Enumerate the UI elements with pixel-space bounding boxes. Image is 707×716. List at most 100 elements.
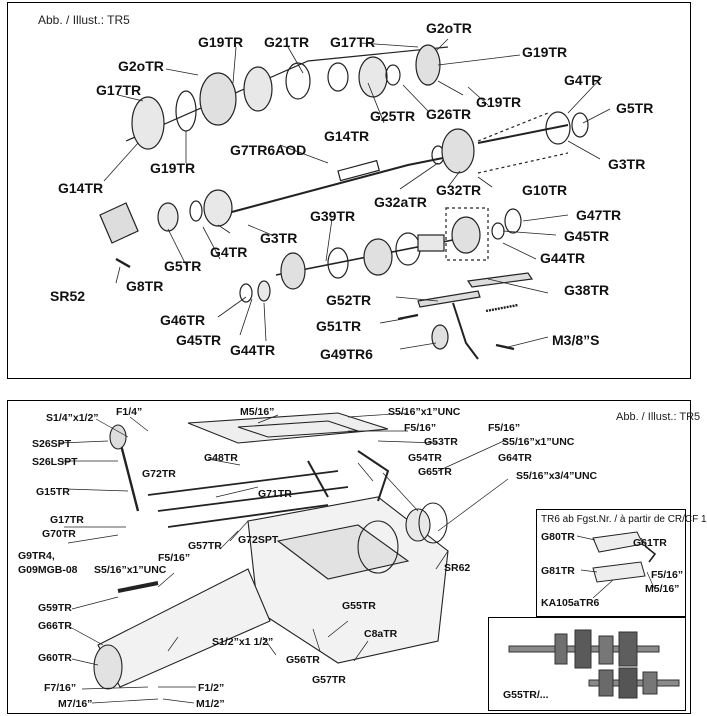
label-g32atr: G32aTR: [374, 194, 427, 210]
gear-right: [285, 62, 311, 100]
fork-right: [307, 460, 329, 498]
housing-opening: [276, 524, 410, 580]
label-g4tr-b: G4TR: [210, 244, 248, 260]
label-g14tr-b: G14TR: [58, 180, 104, 196]
label-g5tr-b: G5TR: [164, 258, 202, 274]
roller-g44tr: [257, 280, 271, 302]
label-g72tr: G72TR: [142, 468, 176, 480]
cover-g64tr: [418, 502, 448, 544]
leaders-bottom: [59, 412, 509, 704]
label-g48tr: G48TR: [204, 452, 238, 464]
label-g17tr-b: G17TR: [96, 82, 142, 98]
extension-housing: [97, 568, 271, 688]
gear-lever: [118, 440, 140, 512]
gear-train-drawing: [99, 38, 611, 360]
inset-leaders: [576, 535, 656, 599]
label-g7tr6aod: G7TR6AOD: [230, 142, 307, 158]
label-g09mgb: G09MGB-08: [18, 564, 78, 576]
gear-cluster: [199, 72, 237, 126]
bracket-g80tr: [592, 531, 644, 553]
circlip-g5tr: [189, 200, 203, 222]
tr6-variant-inset: TR6 ab Fgst.Nr. / à partir de CR/CF 1 G8…: [536, 509, 707, 617]
label-sr52: SR52: [50, 288, 86, 304]
gearbox-internals-panel: Abb. / Illust.: TR5: [7, 2, 691, 379]
label-g72spt: G72SPT: [238, 534, 279, 546]
label-m12: M1/2”: [196, 698, 225, 710]
fork-left: [357, 450, 390, 502]
label-g45tr-b: G45TR: [176, 332, 222, 348]
ring-g25tr: [385, 64, 401, 86]
label-g44tr-b: G44TR: [230, 342, 276, 358]
label-g32tr: G32TR: [436, 182, 482, 198]
label-m716: M7/16”: [58, 698, 93, 710]
photo-gear-2: [574, 629, 592, 669]
gear-g47tr: [504, 208, 522, 234]
label-g81tr: G81TR: [541, 565, 575, 577]
label-s26lspt: S26LSPT: [32, 456, 78, 468]
label-g5tr: G5TR: [616, 100, 654, 116]
label-g70tr: G70TR: [42, 528, 76, 540]
label-f716: F7/16”: [44, 682, 77, 694]
layshaft-gear-3: [363, 238, 393, 276]
gear-g10tr: [441, 128, 475, 174]
label-g17tr-a: G17TR: [330, 34, 376, 50]
input-shaft: [227, 156, 449, 214]
label-g61tr: G61TR: [633, 537, 667, 549]
gear-g45tr: [491, 222, 505, 240]
illustration-caption-bottom: Abb. / Illust.: TR5: [616, 411, 701, 423]
label-g10tr: G10TR: [522, 182, 568, 198]
selector-rod-3: [167, 504, 329, 528]
label-g44tr-a: G44TR: [540, 250, 586, 266]
lever-arm: [452, 302, 479, 360]
gear-g26tr: [358, 56, 388, 98]
synchro-hub: [327, 62, 349, 92]
photo-gear-1: [554, 633, 568, 665]
label-g57tr-a: G57TR: [188, 540, 222, 552]
reverse-bush: [417, 234, 445, 252]
photo-gear-7: [642, 671, 658, 695]
drive-shaft-right: [477, 124, 569, 144]
layshaft-gear-2: [327, 247, 349, 279]
label-g46tr: G46TR: [160, 312, 206, 328]
label-g39tr: G39TR: [310, 208, 356, 224]
gear-knob: [109, 424, 127, 450]
label-g52tr: G52TR: [326, 292, 372, 308]
gearbox-housing-panel: Abb. / Illust.: TR5: [7, 400, 707, 714]
label-g17tr: G17TR: [50, 514, 84, 526]
label-ka105atr6: KA105aTR6: [541, 597, 600, 609]
label-g59tr: G59TR: [38, 602, 72, 614]
label-g49tr6: G49TR6: [320, 346, 373, 362]
label-g66tr: G66TR: [38, 620, 72, 632]
front-flange: [99, 202, 139, 244]
label-f12: F1/2”: [198, 682, 225, 694]
label-g80tr: G80TR: [541, 531, 575, 543]
label-g57tr-b: G57TR: [312, 674, 346, 686]
gasket-g54tr: [357, 520, 399, 574]
label-f14: F1/4”: [116, 406, 143, 418]
photo-gear-6: [618, 667, 638, 699]
reverse-gear: [451, 216, 481, 254]
bracket-g81tr: [592, 561, 646, 583]
label-s26spt: S26SPT: [32, 438, 72, 450]
label-g25tr: G25TR: [370, 108, 416, 124]
label-g47tr: G47TR: [576, 207, 622, 223]
photo-gear-4: [618, 631, 638, 667]
selector-rod-2: [157, 486, 349, 512]
label-m38s: M3/8”S: [552, 332, 600, 348]
photo-gear-5: [598, 669, 614, 697]
housing-drawing: [59, 412, 509, 704]
main-shaft: [125, 46, 449, 142]
reverse-box-dashed: [445, 207, 489, 261]
lever-g52tr: [417, 290, 481, 308]
label-sr62: SR62: [444, 562, 471, 574]
label-f516-inset: F5/16”: [651, 569, 684, 581]
label-s516x34unc: S5/16”x3/4”UNC: [516, 470, 598, 482]
label-s12x112: S1/2”x1 1/2”: [212, 636, 274, 648]
photo-gear-3: [598, 635, 614, 665]
label-m516-inset: M5/16”: [645, 583, 680, 595]
inset-title: TR6 ab Fgst.Nr. / à partir de CR/CF 1: [541, 514, 707, 525]
label-f516-c: F5/16”: [158, 552, 191, 564]
bolt-m38s: [495, 343, 515, 351]
label-g71tr: G71TR: [258, 488, 292, 500]
label-g26tr: G26TR: [426, 106, 472, 122]
